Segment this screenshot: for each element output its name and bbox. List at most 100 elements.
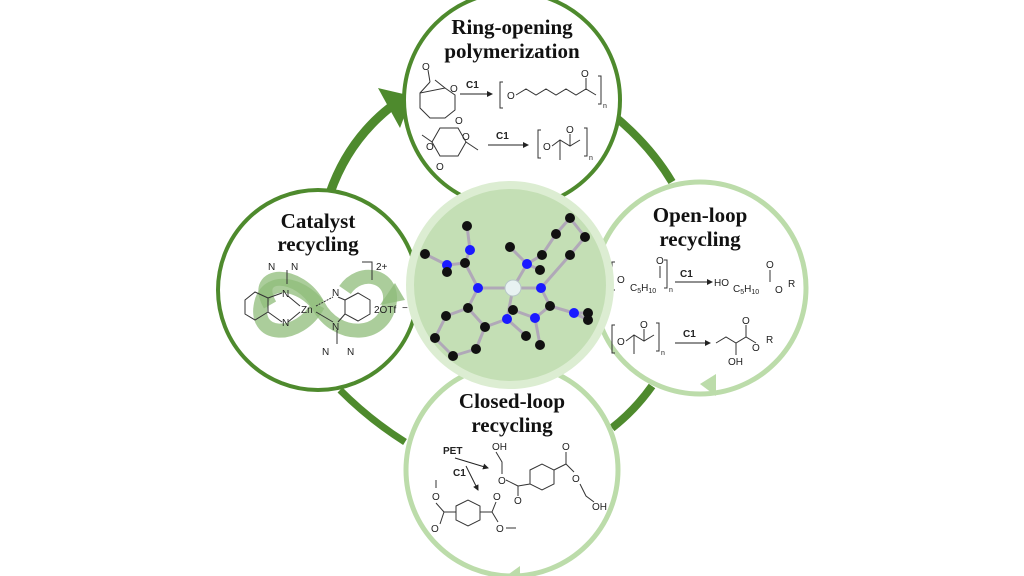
carbon-atom [460, 258, 470, 268]
rop-reagent-1: C1 [466, 80, 479, 91]
svg-text:O: O [617, 337, 625, 348]
open-loop-reagent-2: C1 [683, 329, 696, 340]
svg-text:N: N [282, 318, 289, 329]
carbon-atom [583, 315, 593, 325]
nitrogen-atom [442, 260, 452, 270]
nitrogen-atom [473, 283, 483, 293]
nitrogen-atom [530, 313, 540, 323]
catalyst-title-line1: Catalyst [281, 209, 356, 233]
carbon-atom [448, 351, 458, 361]
svg-text:N: N [332, 288, 339, 299]
svg-text:O: O [656, 256, 664, 267]
svg-text:O: O [572, 474, 580, 485]
pla-structure: O O n [537, 125, 593, 162]
carbon-atom [545, 301, 555, 311]
model-atoms [420, 213, 593, 361]
arc-closed-loop-to-catalyst [337, 387, 407, 445]
svg-text:O: O [496, 524, 504, 535]
rop-title-line1: Ring-opening [451, 15, 573, 39]
nitrogen-atom [502, 314, 512, 324]
open-loop-title-line2: recycling [659, 227, 741, 251]
closed-loop-title-line2: recycling [471, 413, 553, 437]
carbon-atom [480, 322, 490, 332]
carbon-atom [583, 308, 593, 318]
nitrogen-atom [536, 283, 546, 293]
closed-loop-reagent: C1 [453, 468, 466, 479]
svg-text:N: N [268, 262, 275, 273]
arc-catalyst-to-rop [325, 96, 403, 195]
pet-label: PET [443, 446, 462, 457]
infinity-arrowhead-icon [380, 283, 405, 305]
pla-depolymerization: O O n C1 OH O O R [611, 316, 773, 368]
carbon-atom [537, 250, 547, 260]
lactide-structure: O O O O [421, 116, 479, 173]
carbon-atom [462, 221, 472, 231]
svg-text:R: R [766, 335, 773, 346]
svg-text:N: N [322, 347, 329, 358]
catalyst-metal: Zn [301, 305, 313, 316]
svg-text:O: O [640, 320, 648, 331]
node-closed-loop-recycling: Closed-loop recycling PET C1 OH O O O O … [403, 361, 621, 576]
svg-text:O: O [514, 496, 522, 507]
svg-text:OH: OH [728, 357, 743, 368]
nitrogen-atom [522, 259, 532, 269]
nitrogen-atom [465, 245, 475, 255]
zn-complex-structure [244, 270, 371, 344]
carbon-atom [535, 340, 545, 350]
svg-text:O: O [752, 343, 760, 354]
open-loop-title-line1: Open-loop [653, 203, 748, 227]
pcl-structure: O O n [499, 69, 607, 110]
svg-text:O: O [450, 84, 458, 95]
carbon-atom [508, 305, 518, 315]
zinc-atom [504, 279, 522, 297]
arc-open-loop-to-closed-loop [609, 383, 656, 432]
svg-text:O: O [507, 91, 515, 102]
carbon-atom [463, 303, 473, 313]
rop-title-line2: polymerization [444, 39, 580, 63]
catalyst-counterion: 2OTf [374, 305, 396, 316]
svg-text:O: O [562, 442, 570, 453]
dmt-structure: O O O O [431, 480, 516, 535]
rop-subscript-1: n [603, 103, 607, 110]
open-loop-reagent-1: C1 [680, 269, 693, 280]
svg-text:O: O [422, 62, 430, 73]
svg-text:n: n [669, 287, 673, 294]
carbon-atom [442, 267, 452, 277]
svg-text:N: N [347, 347, 354, 358]
carbon-atom [535, 265, 545, 275]
node-ring-opening-polymerization: Ring-opening polymerization O O C1 O O n [402, 0, 622, 210]
rop-subscript-2: n [589, 155, 593, 162]
infinity-recycle-icon [258, 269, 397, 338]
catalyst-charge: 2+ [376, 262, 388, 273]
svg-text:N: N [282, 289, 289, 300]
svg-text:O: O [462, 132, 470, 143]
carbon-atom [580, 232, 590, 242]
svg-text:O: O [581, 69, 589, 80]
caprolactone-structure: O O [419, 62, 458, 119]
svg-text:−: − [402, 303, 408, 314]
svg-text:R: R [788, 279, 795, 290]
svg-text:O: O [566, 125, 574, 136]
model-bond [539, 254, 572, 289]
closed-loop-title-line1: Closed-loop [459, 389, 565, 413]
svg-text:OH: OH [592, 502, 607, 513]
carbon-atom [565, 213, 575, 223]
svg-text:O: O [426, 142, 434, 153]
node-catalyst-recycling: Catalyst recycling 2+ Zn 2OTf − N N N [216, 188, 420, 392]
carbon-atom [420, 249, 430, 259]
carbon-atom [505, 242, 515, 252]
svg-text:C5H10: C5H10 [733, 284, 759, 296]
svg-text:O: O [432, 492, 440, 503]
svg-text:OH: OH [492, 442, 507, 453]
svg-text:N: N [291, 262, 298, 273]
rop-reagent-2: C1 [496, 131, 509, 142]
catalyst-title-line2: recycling [277, 232, 359, 256]
svg-text:O: O [431, 524, 439, 535]
carbon-atom [441, 311, 451, 321]
svg-text:O: O [543, 142, 551, 153]
svg-text:O: O [766, 260, 774, 271]
carbon-atom [430, 333, 440, 343]
arrowhead-closed-loop-icon [506, 566, 520, 576]
arrowhead-open-loop-icon [700, 374, 716, 396]
